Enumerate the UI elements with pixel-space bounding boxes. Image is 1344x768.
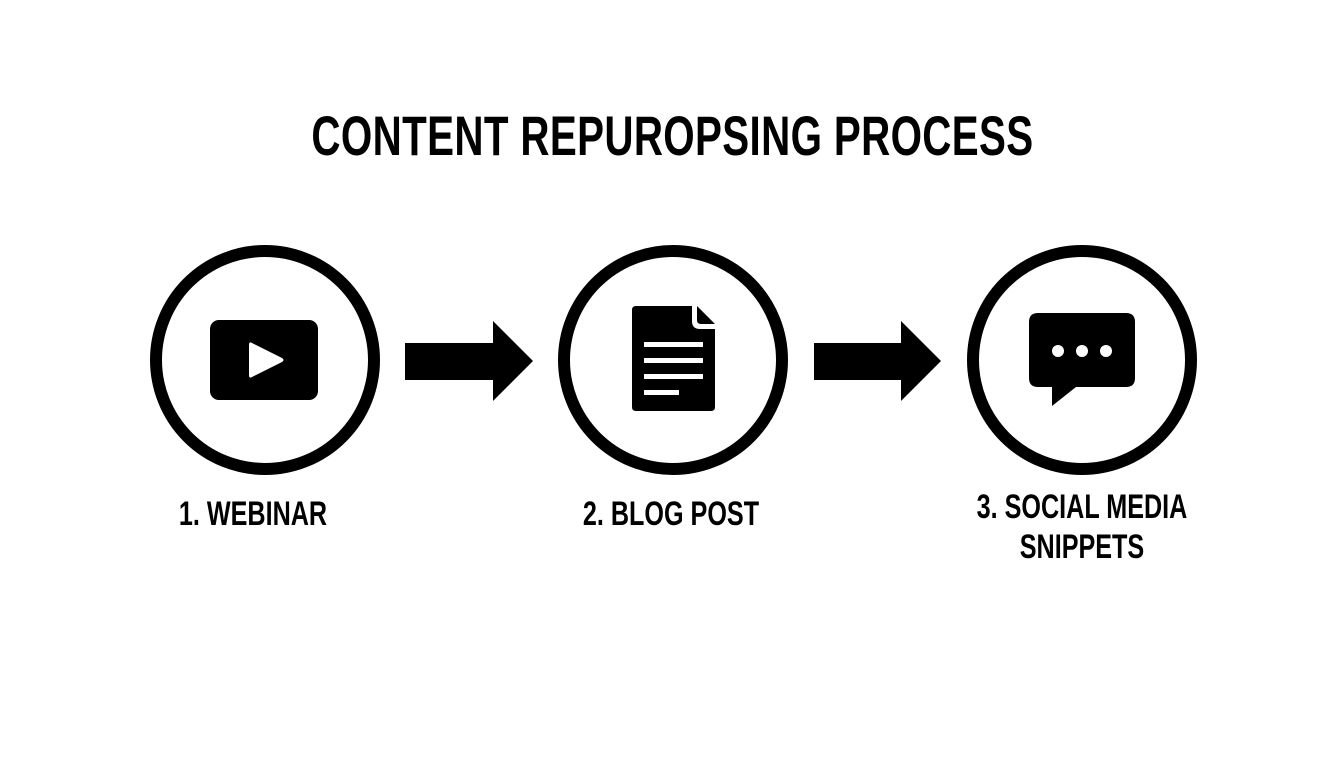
step-2-label: 2. BLOG POST xyxy=(531,494,811,534)
diagram-title: CONTENT REPUROPSING PROCESS xyxy=(0,104,1344,168)
step-1-label: 1. WEBINAR xyxy=(113,494,393,534)
step-1-circle xyxy=(150,245,380,475)
step-2-blog-post xyxy=(558,245,788,475)
step-1-webinar xyxy=(150,245,380,475)
step-3-circle xyxy=(967,245,1197,475)
chat-bubble-icon xyxy=(1029,313,1135,406)
step-1-label-line-1: 1. WEBINAR xyxy=(178,495,328,533)
video-play-icon xyxy=(210,320,318,400)
document-icon xyxy=(632,306,715,411)
diagram-title-text: CONTENT REPUROPSING PROCESS xyxy=(310,104,1034,167)
step-2-label-line-1: 2. BLOG POST xyxy=(582,495,760,533)
step-3-label-line-1: 3. SOCIAL MEDIA xyxy=(976,488,1188,526)
step-3-label: 3. SOCIAL MEDIA SNIPPETS xyxy=(932,487,1232,567)
step-3-social-media-snippets xyxy=(967,245,1197,475)
arrow-right-icon xyxy=(405,321,533,401)
arrow-right-icon xyxy=(814,321,941,401)
step-3-label-line-2: SNIPPETS xyxy=(1019,528,1145,566)
step-2-circle xyxy=(558,245,788,475)
